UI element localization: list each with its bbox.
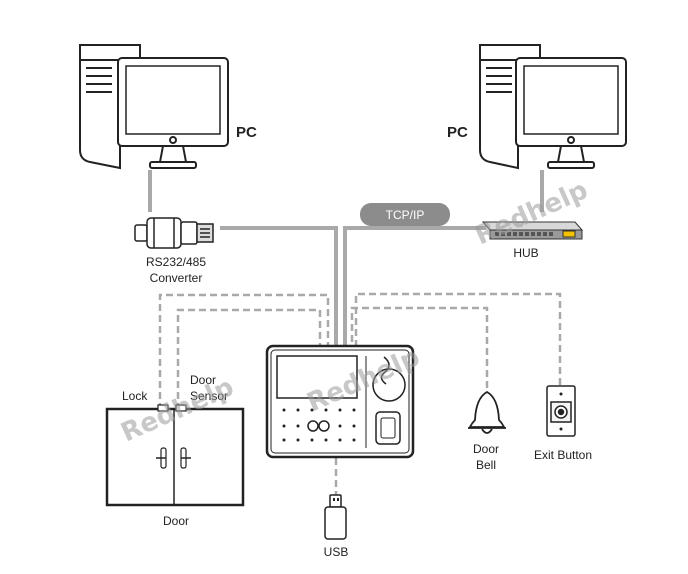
dashed-connections xyxy=(158,292,562,495)
hub-label: HUB xyxy=(513,246,538,260)
door-sensor-wire xyxy=(176,308,322,410)
door-bell-wire xyxy=(350,306,489,388)
door-bell-label-line2: Bell xyxy=(476,458,496,472)
pc-left-label: PC xyxy=(236,124,257,141)
tcp-ip-label: TCP/IP xyxy=(386,208,425,222)
converter-to-terminal-line xyxy=(220,226,338,348)
door-sensor-label-line1: Door xyxy=(190,373,216,387)
door-label: Door xyxy=(163,514,189,528)
hub-icon xyxy=(481,221,584,240)
tcp-ip-badge: TCP/IP xyxy=(360,203,450,226)
pc-right-label: PC xyxy=(447,124,468,141)
terminal-device-icon xyxy=(265,344,415,459)
converter-icon xyxy=(134,217,214,249)
door-bell-icon xyxy=(468,390,506,434)
exit-button-wire xyxy=(354,292,562,385)
pc-right-icon xyxy=(479,44,627,170)
exit-button-label: Exit Button xyxy=(534,448,592,462)
door-sensor-label-line2: Sensor xyxy=(190,389,228,403)
watermark-hub: Redhelp xyxy=(471,175,593,251)
exit-button-icon xyxy=(546,385,576,437)
converter-label-line1: RS232/485 xyxy=(146,255,206,269)
lock-label: Lock xyxy=(122,389,148,403)
usb-stick-icon xyxy=(324,494,347,540)
pc-left-icon xyxy=(79,44,229,170)
solid-connections xyxy=(148,170,544,348)
lock-wire xyxy=(158,293,330,410)
hub-to-terminal-line xyxy=(343,226,486,348)
door-bell-label-line1: Door xyxy=(473,442,499,456)
door-icon xyxy=(105,404,245,507)
usb-label: USB xyxy=(324,545,349,559)
converter-label-line2: Converter xyxy=(150,271,203,285)
